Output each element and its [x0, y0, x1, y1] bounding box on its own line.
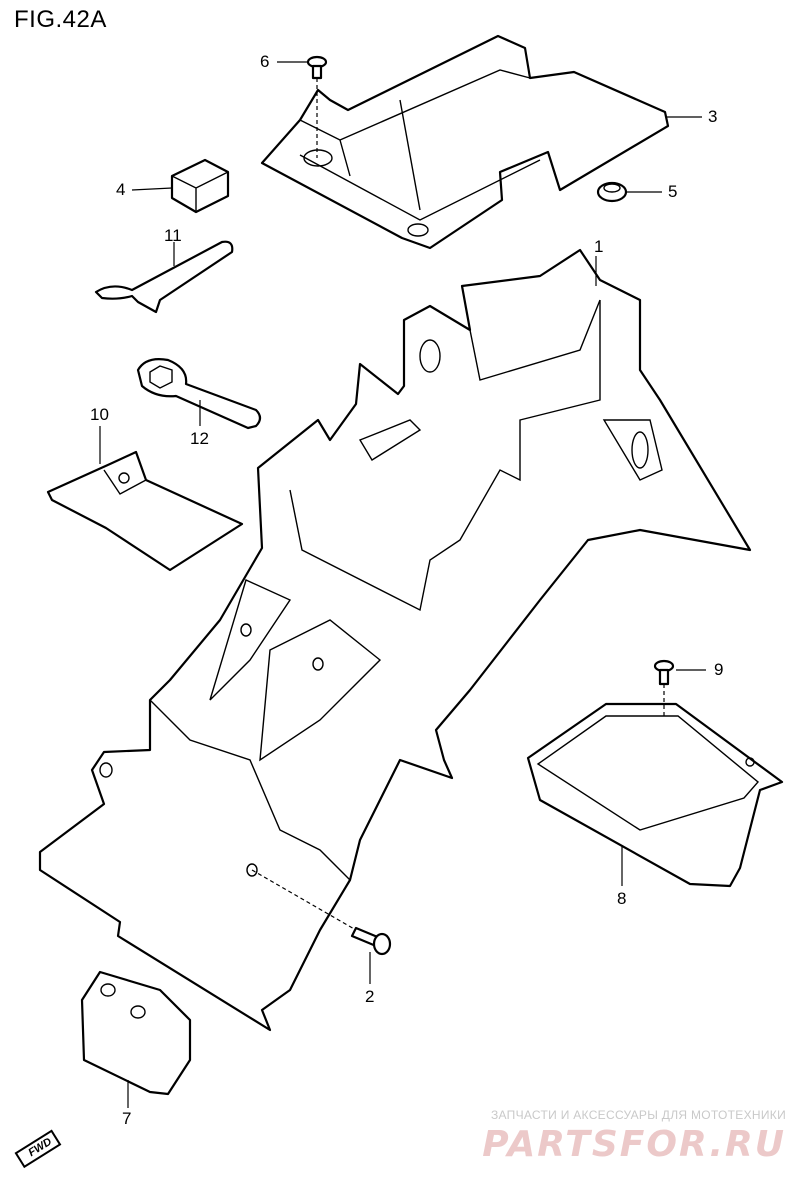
callout-11: 11 — [164, 226, 182, 245]
callout-12: 12 — [190, 429, 209, 448]
watermark-tagline: ЗАПЧАСТИ И АКСЕССУАРЫ ДЛЯ МОТОТЕХНИКИ — [490, 1108, 786, 1122]
leader-2-axis — [251, 869, 357, 931]
callout-5: 5 — [668, 182, 678, 201]
callout-2: 2 — [365, 987, 375, 1006]
part-4-rubber-block — [170, 158, 230, 214]
callout-9: 9 — [714, 660, 724, 679]
watermark: ЗАПЧАСТИ И АКСЕССУАРЫ ДЛЯ МОТОТЕХНИКИ PA… — [466, 1108, 786, 1165]
part-6-screw — [306, 55, 328, 80]
part-7-mud-flap — [80, 970, 192, 1096]
part-1-rear-fender — [38, 248, 752, 1032]
callout-1: 1 — [594, 237, 604, 256]
part-2-bolt — [350, 926, 392, 956]
watermark-logo: PARTSFOR.RU — [482, 1124, 786, 1165]
part-9-screw — [653, 659, 675, 686]
callout-10: 10 — [90, 405, 109, 424]
callout-7: 7 — [122, 1109, 132, 1128]
part-12-ring-wrench — [136, 358, 262, 430]
part-10-tool-bag — [46, 450, 244, 572]
callout-6: 6 — [260, 52, 270, 71]
part-5-grommet — [596, 181, 628, 203]
part-8-tray — [526, 702, 784, 888]
part-3-seat-tray — [260, 34, 670, 250]
callout-8: 8 — [617, 889, 627, 908]
callout-4: 4 — [116, 180, 126, 199]
leader-4 — [131, 187, 173, 191]
figure-title: FIG.42A — [14, 6, 107, 33]
part-11-spanner — [94, 240, 234, 314]
callout-3: 3 — [708, 107, 718, 126]
